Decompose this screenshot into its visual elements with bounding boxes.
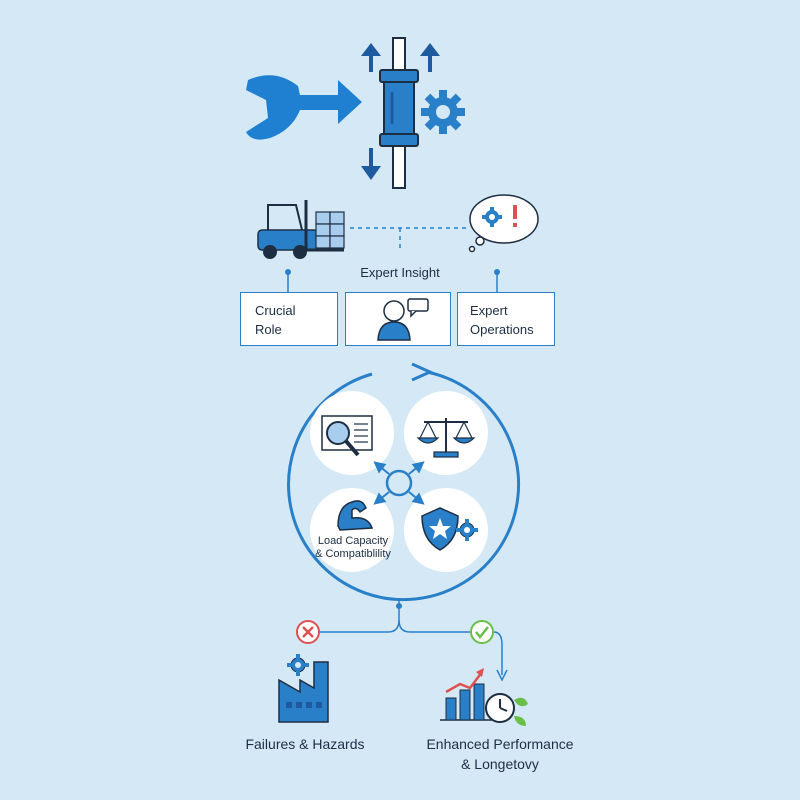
- branch-dot: [396, 603, 402, 609]
- down-arrow-icon: [361, 148, 381, 180]
- shield-gear-icon: [421, 507, 478, 551]
- balance-scale-icon: [416, 418, 476, 458]
- branch-right-down: [493, 631, 503, 675]
- x-circle-icon: [296, 620, 320, 644]
- connector-dot: [285, 269, 291, 275]
- check-circle-icon: [470, 620, 494, 644]
- inspection-search-icon: [321, 415, 373, 457]
- expert-operations-label: Expert Operations: [470, 303, 534, 337]
- person-chat-icon: [377, 298, 429, 341]
- forklift-icon: [257, 200, 345, 259]
- strength-arm-icon: [337, 500, 374, 531]
- up-arrow-icon: [420, 43, 440, 72]
- branch-left: [320, 619, 400, 633]
- thought-bubble-icon: [468, 194, 539, 253]
- cycle-arrowhead: [411, 362, 434, 382]
- load-capacity-label: Load Capacity & Compatiblility: [315, 535, 391, 560]
- expert-operations-box: Expert Operations: [457, 292, 555, 346]
- gear-icon: [421, 90, 465, 134]
- expert-insight-label: Expert Insight: [360, 265, 440, 280]
- crucial-role-box: Crucial Role: [240, 292, 338, 346]
- hub-arrows-icon: [373, 461, 425, 505]
- branch-right: [398, 619, 470, 633]
- crucial-role-label: Crucial Role: [255, 303, 296, 337]
- failures-hazards-label: Failures & Hazards: [245, 736, 365, 752]
- branch-arrowhead: [496, 669, 508, 682]
- growth-chart-clock-icon: [440, 668, 528, 726]
- wrench-arrow-icon: [246, 75, 362, 140]
- cycle-ring: [287, 370, 521, 602]
- up-arrow-icon: [361, 43, 381, 72]
- shaft-icon: [379, 37, 419, 189]
- factory-gear-icon: [278, 654, 329, 723]
- enhanced-performance-label: Enhanced Performance & Longetovy: [426, 736, 574, 772]
- connector-dot: [494, 269, 500, 275]
